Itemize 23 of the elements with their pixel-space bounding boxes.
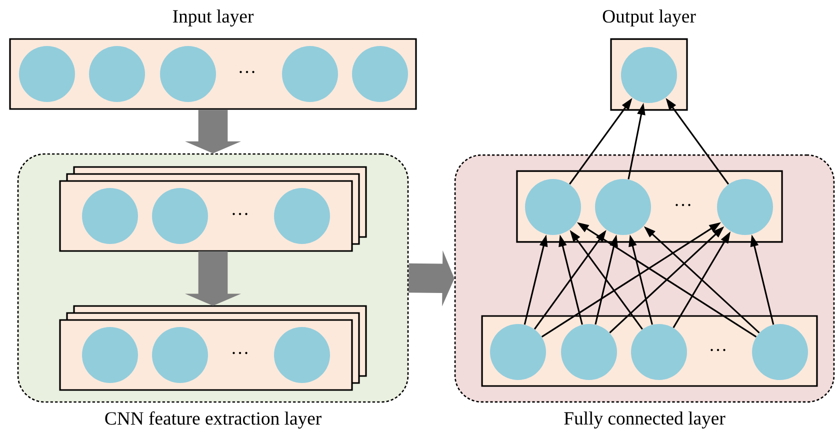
neuron-circle [561, 324, 617, 380]
neuron-circle [717, 179, 773, 235]
layer-title: CNN feature extraction layer [105, 411, 322, 429]
neuron-circle [490, 324, 546, 380]
block-arrow [185, 251, 241, 306]
neuron-circle [282, 46, 338, 102]
ellipsis: … [676, 204, 690, 206]
neuron-circle [752, 324, 808, 380]
neuron-circle [525, 179, 581, 235]
ellipsis: … [240, 70, 254, 74]
neuron-circle [621, 47, 677, 103]
layer-title: Output layer [602, 10, 696, 26]
neuron-circle [352, 46, 408, 102]
neuron-circle [631, 324, 687, 380]
layer-title: Fully connected layer [564, 412, 726, 428]
layer-title: Input layer [173, 10, 254, 26]
neuron-circle [89, 46, 145, 102]
neuron-circle [19, 46, 75, 102]
neuron-circle [595, 179, 651, 235]
block-arrow [408, 250, 454, 306]
block-arrow [185, 110, 241, 154]
neuron-circle [160, 46, 216, 102]
ellipsis: … [710, 348, 726, 352]
